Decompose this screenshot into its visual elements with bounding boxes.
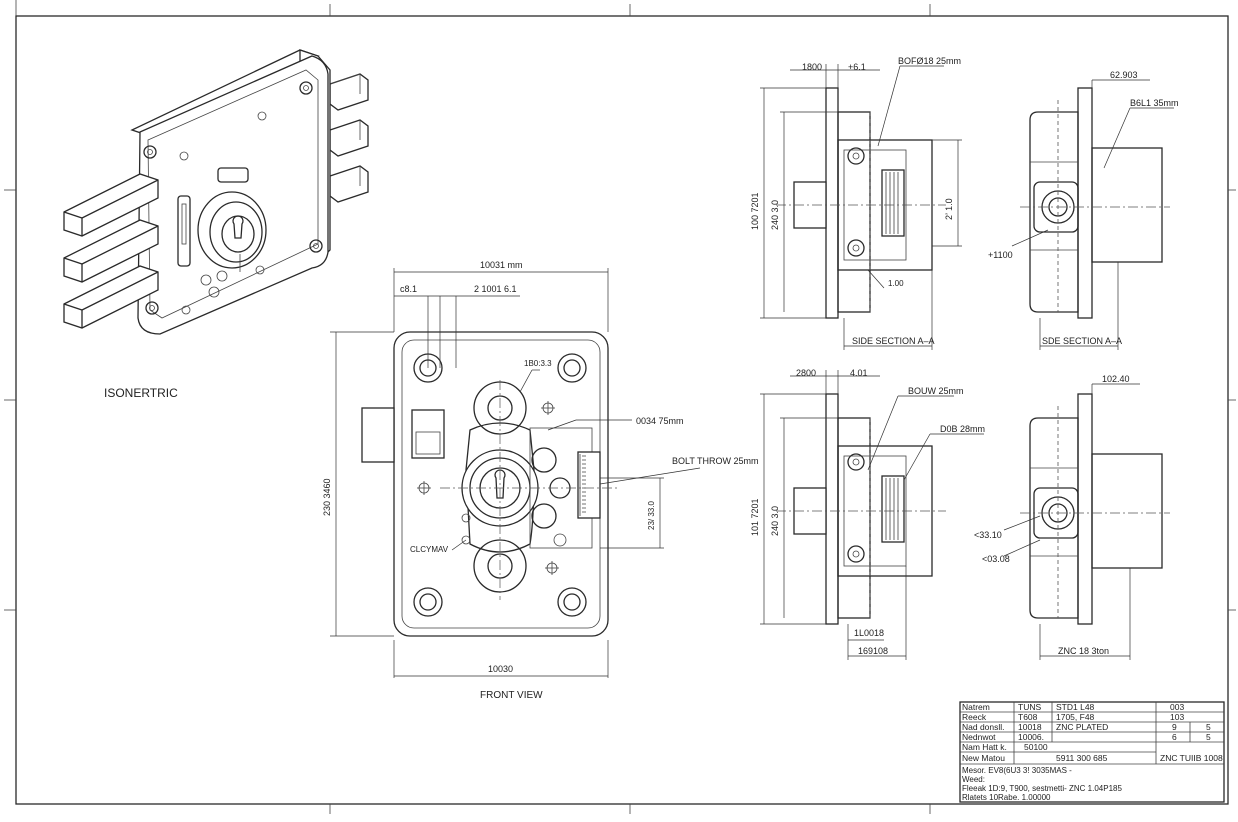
tb-row-code: 50100	[1024, 742, 1048, 752]
tb-right-top: 103	[1170, 712, 1184, 722]
iso-bolt-right-2	[329, 119, 369, 157]
title-block-right: 003 103 9 5 6 5 ZNC TUIIB 1008	[1160, 702, 1223, 763]
front-bolt-left	[361, 407, 395, 463]
tb-note: Weed:	[962, 775, 985, 784]
s1-top-b-label: +6.1	[848, 62, 866, 72]
tb-right-top: 003	[1170, 702, 1184, 712]
s1-top-a-label: 1800	[802, 62, 822, 72]
s4-left-b-label: <03.08	[982, 554, 1010, 564]
section-view-1: 1800 +6.1 BOFØ18 25mm 100 7201 240 3.0 2…	[750, 56, 962, 350]
isometric-view: ISONERTRIC	[63, 49, 369, 400]
tb-note: Fleeak 1D:9, T900, sestmetti- ZNC 1.04P1…	[962, 784, 1122, 793]
section-view-4: 102.40 <33.10 <03.08 ZNC 18 3ton	[974, 374, 1170, 660]
tb-row-code: 10006.	[1018, 732, 1044, 742]
iso-slot-left	[177, 195, 191, 267]
iso-screws	[143, 81, 323, 315]
front-dim-right-label: 23/ 33.0	[647, 501, 656, 530]
s3-bottom-b-label: 169108	[858, 646, 888, 656]
iso-bolt-left-1	[63, 173, 159, 237]
tb-row-label: Nednwot	[962, 732, 996, 742]
s1-callout-label: BOFØ18 25mm	[898, 56, 961, 66]
isometric-label: ISONERTRIC	[104, 386, 178, 400]
tb-row-code: T608	[1018, 712, 1038, 722]
s3-height-a-label: 101 7201	[750, 498, 760, 536]
tb-row-label: Nad donsll.	[962, 722, 1005, 732]
s2-callout-label: B6L1 35mm	[1130, 98, 1179, 108]
front-offset-right-label: 2 1001 6.1	[474, 284, 517, 294]
front-slot	[411, 409, 445, 459]
tb-row-label: Natrem	[962, 702, 990, 712]
s2-title: SDE SECTION A–A	[1042, 336, 1122, 346]
front-corner-holes	[413, 353, 587, 617]
tb-row-value: ZNC PLATED	[1056, 722, 1108, 732]
tb-right-bottom: ZNC TUIIB 1008	[1160, 753, 1223, 763]
s1-inner-label: 2’ 1.0	[944, 198, 954, 220]
iso-slot-top	[217, 167, 249, 183]
callout-cylinder-label: CLCYMAV	[410, 545, 449, 554]
title-block: Natrem TUNS STD1 L48 Reeck T608 1705, F4…	[959, 701, 1225, 803]
tb-row-code: 10018	[1018, 722, 1042, 732]
s1-title: SIDE SECTION A–A	[852, 336, 935, 346]
front-crosshair-marks	[417, 401, 559, 575]
s3-callout-a-label: BOUW 25mm	[908, 386, 964, 396]
front-mechanism	[461, 381, 601, 593]
callout-bolt-throw-label: BOLT THROW 25mm	[672, 456, 759, 466]
s3-height-b-label: 240 3.0	[770, 506, 780, 536]
s4-top-label: 102.40	[1102, 374, 1130, 384]
front-view-title: FRONT VIEW	[480, 690, 543, 701]
iso-cylinder	[197, 191, 267, 269]
front-height-label: 230 3460	[322, 478, 332, 516]
title-block-rows: Natrem TUNS STD1 L48 Reeck T608 1705, F4…	[962, 702, 1108, 763]
tb-note: Mesor. EV8(6U3 3! 3035MAS -	[962, 766, 1072, 775]
tb-right-grid-cell: 5	[1206, 722, 1211, 732]
title-block-notes: Mesor. EV8(6U3 3! 3035MAS - Weed: Fleeak…	[962, 766, 1122, 802]
s3-top-b-label: 4.01	[850, 368, 868, 378]
tb-row-label: Reeck	[962, 712, 987, 722]
callout-hole-label: 1B0:3.3	[524, 359, 552, 368]
s3-bottom-a-label: 1L0018	[854, 628, 884, 638]
tb-row-label: New Matou	[962, 753, 1005, 763]
tb-right-grid-cell: 9	[1172, 722, 1177, 732]
section-view-2: 62.903 B6L1 35mm +1100 SDE SECTION A–A	[988, 70, 1179, 350]
iso-bolt-left-3	[63, 265, 159, 329]
front-offset-left-label: c8.1	[400, 284, 417, 294]
s1-height-b-label: 240 3.0	[770, 200, 780, 230]
tb-row-label: Nam Hatt k.	[962, 742, 1007, 752]
front-view: 10031 mm c8.1 2 1001 6.1 230 3460 10030 …	[322, 260, 759, 701]
callout-gear-label: 0034 75mm	[636, 416, 684, 426]
iso-bolt-right-3	[329, 165, 369, 203]
section-view-3: 2800 4.01 BOUW 25mm D0B 28mm 101 7201 24…	[750, 368, 985, 660]
s1-height-a-label: 100 7201	[750, 192, 760, 230]
iso-bolt-right-1	[329, 73, 369, 111]
tb-right-grid-cell: 5	[1206, 732, 1211, 742]
front-width-top-label: 10031 mm	[480, 260, 523, 270]
s2-left-label: +1100	[988, 250, 1013, 260]
s3-top-a-label: 2800	[796, 368, 816, 378]
iso-bolt-left-2	[63, 219, 159, 283]
s4-bottom-label: ZNC 18 3ton	[1058, 646, 1109, 656]
front-case-outline	[393, 331, 609, 637]
front-bolt-right	[577, 451, 601, 519]
s2-top-label: 62.903	[1110, 70, 1138, 80]
s3-callout-b-label: D0B 28mm	[940, 424, 985, 434]
tb-row-value: STD1 L48	[1056, 702, 1095, 712]
front-width-bottom-label: 10030	[488, 664, 513, 674]
s1-small-label: 1.00	[888, 279, 904, 288]
s4-left-a-label: <33.10	[974, 530, 1002, 540]
front-dimensions	[330, 268, 701, 678]
sheet-border	[4, 0, 1236, 814]
tb-right-grid-cell: 6	[1172, 732, 1177, 742]
tb-row-value: 5911 300 685	[1056, 753, 1108, 763]
tb-row-code: TUNS	[1018, 702, 1041, 712]
tb-row-value: 1705, F48	[1056, 712, 1095, 722]
tb-note: Rlatets 10Rabe. 1.00000	[962, 793, 1051, 802]
